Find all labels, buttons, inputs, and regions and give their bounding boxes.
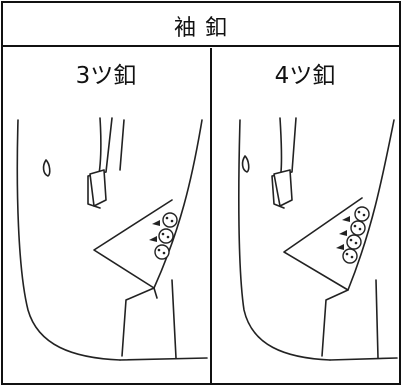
title-divider [2, 45, 401, 47]
jacket-sleeve-3-buttons-icon [16, 117, 208, 361]
column-divider [210, 48, 212, 385]
jacket-sleeve-4-buttons-icon [238, 117, 398, 361]
column-header-4-buttons: 4ツ釦 [274, 63, 336, 89]
column-header-3-buttons: 3ツ釦 [75, 63, 137, 89]
table-title: 袖 釦 [174, 16, 228, 41]
